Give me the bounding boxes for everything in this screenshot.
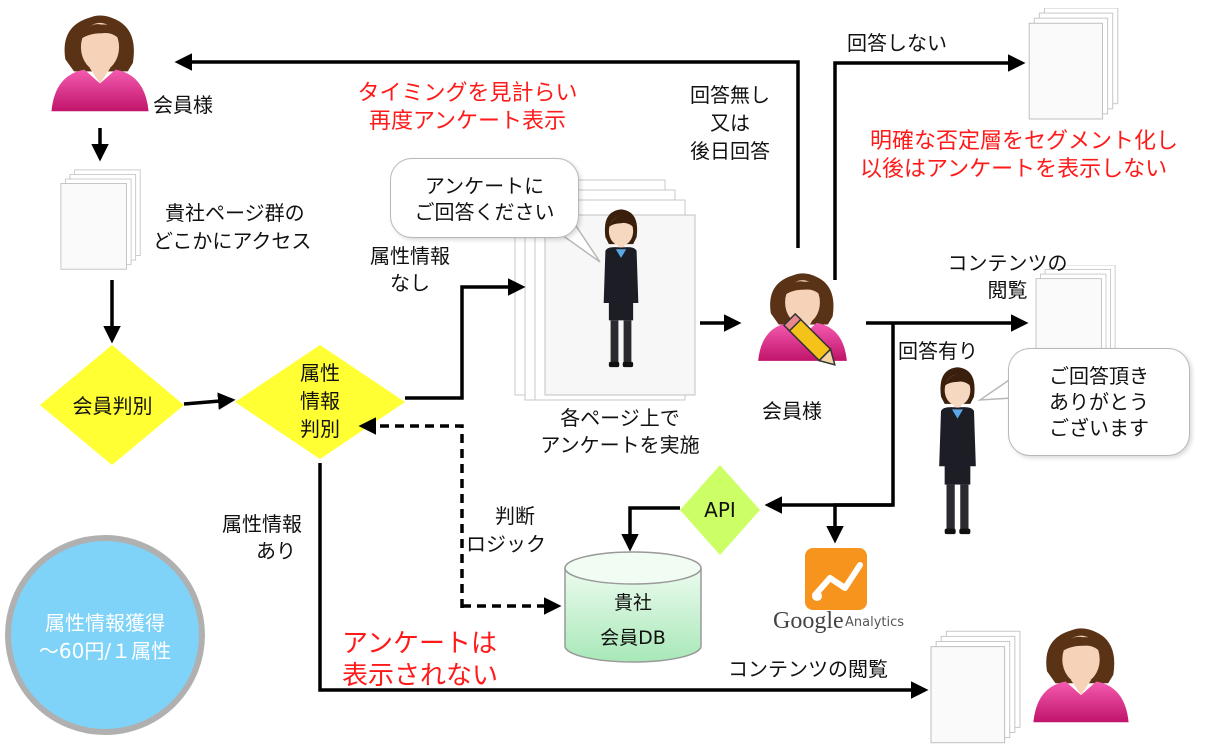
request-bubble-line-2: ご回答ください — [414, 200, 555, 224]
survey-label-1: 各ページ上で — [560, 406, 680, 430]
retiming-note-1: タイミングを見計らい — [357, 81, 578, 106]
analytics-product: Analytics — [845, 615, 905, 630]
attr-yes-label-2: あり — [256, 539, 296, 563]
member-center-icon — [758, 273, 847, 361]
thanks-staff-icon — [939, 367, 976, 535]
not-answer-label: 回答しない — [847, 31, 947, 55]
api-label: API — [704, 498, 736, 522]
edge-attr-none — [405, 278, 526, 400]
answered-label: 回答有り — [898, 339, 978, 363]
edge-to-analytics — [826, 503, 893, 544]
edge-check-to-attr — [183, 392, 236, 410]
cost-line-1: 属性情報獲得 — [45, 611, 165, 635]
pencil-icon — [782, 312, 836, 366]
no-survey-note-2: 表示されない — [342, 661, 499, 691]
survey-label-2: アンケートを実施 — [540, 433, 700, 457]
attr-none-label-2: なし — [390, 271, 430, 295]
contents-label-2: 閲覧 — [987, 278, 1028, 302]
segment-note-1: 明確な否定層をセグメント化し — [870, 129, 1179, 154]
cost-circle: 属性情報獲得 ～60円/１属性 — [5, 535, 205, 735]
no-answer-label-1: 回答無し — [690, 83, 770, 107]
access-label-1: 貴社ページ群の — [165, 201, 305, 225]
member-top-label: 会員様 — [153, 93, 213, 117]
edge-logic-to-attr — [358, 417, 464, 608]
thanks-bubble-line-3: ございます — [1049, 416, 1149, 440]
request-bubble: アンケートに ご回答ください — [390, 158, 579, 238]
analytics-icon — [805, 548, 867, 610]
no-answer-label-2: 又は — [710, 111, 750, 135]
thanks-bubble-line-2: ありがとう — [1049, 390, 1149, 414]
attr-none-label-1: 属性情報 — [370, 244, 450, 268]
contents-label-1: コンテンツの — [947, 251, 1068, 275]
edge-attr-yes — [318, 463, 929, 699]
no-answer-label-3: 後日回答 — [690, 139, 770, 163]
thanks-bubble-line-1: ご回答頂き — [1049, 364, 1149, 388]
no-survey-note-1: アンケートは — [342, 629, 497, 659]
no-answer-pages-icon — [1028, 8, 1119, 120]
attr-yes-label-1: 属性情報 — [222, 512, 302, 536]
member-bottom-icon — [1033, 628, 1129, 723]
access-label-2: どこかにアクセス — [153, 229, 312, 253]
logic-label-1: 判断 — [495, 504, 535, 528]
db-label-2: 会員DB — [600, 627, 666, 649]
request-bubble-line-1: アンケートに — [424, 174, 545, 198]
retiming-note-2: 再度アンケート表示 — [368, 109, 567, 134]
cost-line-2: ～60円/１属性 — [38, 639, 172, 663]
analytics-brand: Google — [773, 608, 844, 634]
attr-check-label-1: 属性 — [300, 361, 340, 385]
access-pages-icon — [60, 169, 141, 270]
edge-not-answer — [833, 54, 1026, 280]
attr-check-label-3: 判別 — [300, 417, 340, 441]
bottom-contents-pages-icon — [930, 630, 1021, 744]
db-label-1: 貴社 — [613, 592, 652, 614]
member-top-icon — [51, 15, 149, 112]
api-diamond — [680, 465, 760, 555]
member-check-label: 会員判別 — [72, 394, 153, 418]
contents-bottom-label: コンテンツの閲覧 — [728, 657, 888, 681]
member-db-icon — [564, 551, 702, 663]
member-center-label: 会員様 — [762, 399, 822, 423]
thanks-bubble: ご回答頂き ありがとう ございます — [1008, 348, 1190, 456]
edge-api-to-db — [621, 506, 680, 552]
segment-note-2: 以後はアンケートを表示しない — [860, 157, 1168, 182]
attr-check-label-2: 情報 — [300, 389, 340, 413]
member-check-diamond — [40, 345, 184, 465]
logic-label-2: ロジック — [466, 532, 546, 556]
edge-retiming — [174, 53, 800, 248]
